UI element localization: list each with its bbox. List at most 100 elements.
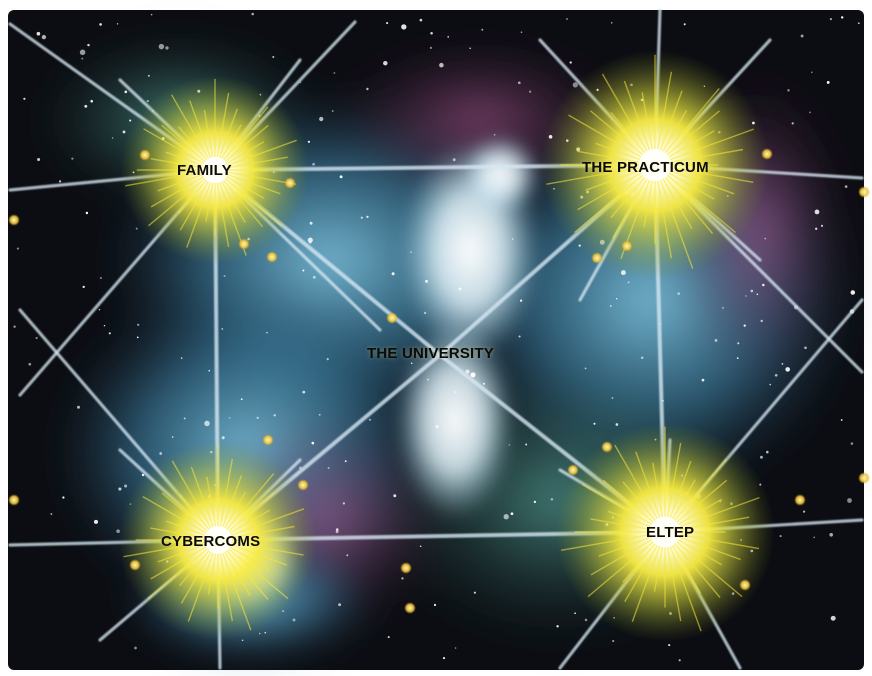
dust-star <box>401 577 403 579</box>
dust-star <box>684 23 686 25</box>
node-label-practicum: THE PRACTICUM <box>582 159 709 176</box>
node-label-university: THE UNIVERSITY <box>367 345 494 362</box>
dust-star <box>427 379 429 381</box>
golden-star-2 <box>266 251 278 263</box>
dust-star <box>369 419 371 421</box>
dust-star <box>308 238 313 243</box>
dust-star <box>401 24 406 29</box>
dust-star <box>847 498 852 503</box>
dust-star <box>366 216 368 218</box>
dust-star <box>222 436 225 439</box>
dust-star <box>332 110 334 112</box>
dust-star <box>616 423 619 426</box>
dust-star <box>361 217 363 219</box>
dust-star <box>494 134 496 136</box>
dust-star <box>439 63 444 68</box>
dust-star <box>86 212 88 214</box>
dust-star <box>165 46 168 49</box>
dust-star <box>841 419 843 421</box>
dust-star <box>611 22 613 24</box>
dust-star <box>99 23 102 26</box>
dust-star <box>118 487 121 490</box>
dust-star <box>787 89 789 91</box>
dust-star <box>242 639 244 641</box>
dust-star <box>59 180 61 182</box>
dust-star <box>803 510 805 512</box>
dust-star <box>757 294 759 296</box>
golden-star-11 <box>621 240 633 252</box>
dust-star <box>392 272 395 275</box>
dust-star <box>17 248 19 250</box>
dust-star <box>172 436 174 438</box>
dust-star <box>702 379 705 382</box>
dust-star <box>42 35 46 39</box>
dust-star <box>585 368 587 370</box>
dust-star <box>668 644 670 646</box>
dust-star <box>424 312 426 314</box>
dust-star <box>434 604 436 606</box>
dust-star <box>257 417 259 419</box>
dust-star <box>308 141 310 143</box>
dust-star <box>388 636 390 638</box>
dust-star <box>124 485 127 488</box>
golden-star-19 <box>858 186 870 198</box>
dust-star <box>393 494 396 497</box>
dust-star <box>124 91 127 94</box>
dust-star <box>319 117 323 121</box>
dust-star <box>420 546 422 548</box>
dust-star <box>804 346 807 349</box>
dust-star <box>525 444 527 446</box>
dust-star <box>90 100 93 103</box>
dust-star <box>274 414 276 416</box>
dust-star <box>312 163 315 166</box>
dust-star <box>51 513 53 515</box>
dust-star <box>813 537 815 539</box>
dust-star <box>345 460 347 462</box>
dust-star <box>551 498 554 501</box>
dust-star <box>556 625 558 627</box>
dust-star <box>679 659 681 661</box>
dust-star <box>782 363 784 365</box>
dust-star <box>471 372 476 377</box>
dust-star <box>386 22 388 24</box>
node-label-family: FAMILY <box>177 162 232 179</box>
dust-star <box>534 501 536 503</box>
dust-star <box>99 309 101 311</box>
dust-star <box>340 175 343 178</box>
dust-star <box>208 370 210 372</box>
dust-star <box>117 23 118 24</box>
dust-star <box>436 425 439 428</box>
dust-star <box>62 496 64 498</box>
dust-star <box>761 320 763 322</box>
dust-star <box>447 36 449 38</box>
golden-star-14 <box>567 464 579 476</box>
dust-star <box>327 358 329 360</box>
dust-star <box>745 295 746 296</box>
dust-star <box>831 616 836 621</box>
dust-star <box>815 228 817 230</box>
dust-star <box>851 290 856 295</box>
dust-star <box>37 32 41 36</box>
dust-star <box>521 31 523 33</box>
dust-star <box>612 640 614 642</box>
dust-star <box>585 619 588 622</box>
dust-star <box>80 50 86 56</box>
dust-star <box>137 337 139 339</box>
dust-star <box>312 442 315 445</box>
dust-star <box>520 299 522 301</box>
dust-star <box>474 592 476 594</box>
node-label-cybercoms: CYBERCOMS <box>161 533 260 550</box>
dust-star <box>264 632 266 634</box>
dust-star <box>266 332 268 334</box>
golden-star-12 <box>591 252 603 264</box>
dust-star <box>841 16 843 18</box>
dust-star <box>420 19 423 22</box>
dust-star <box>272 56 274 58</box>
dust-star <box>134 647 137 650</box>
dust-star <box>458 287 461 290</box>
dust-star <box>811 72 813 74</box>
dust-star <box>483 383 485 385</box>
dust-star <box>744 324 746 326</box>
